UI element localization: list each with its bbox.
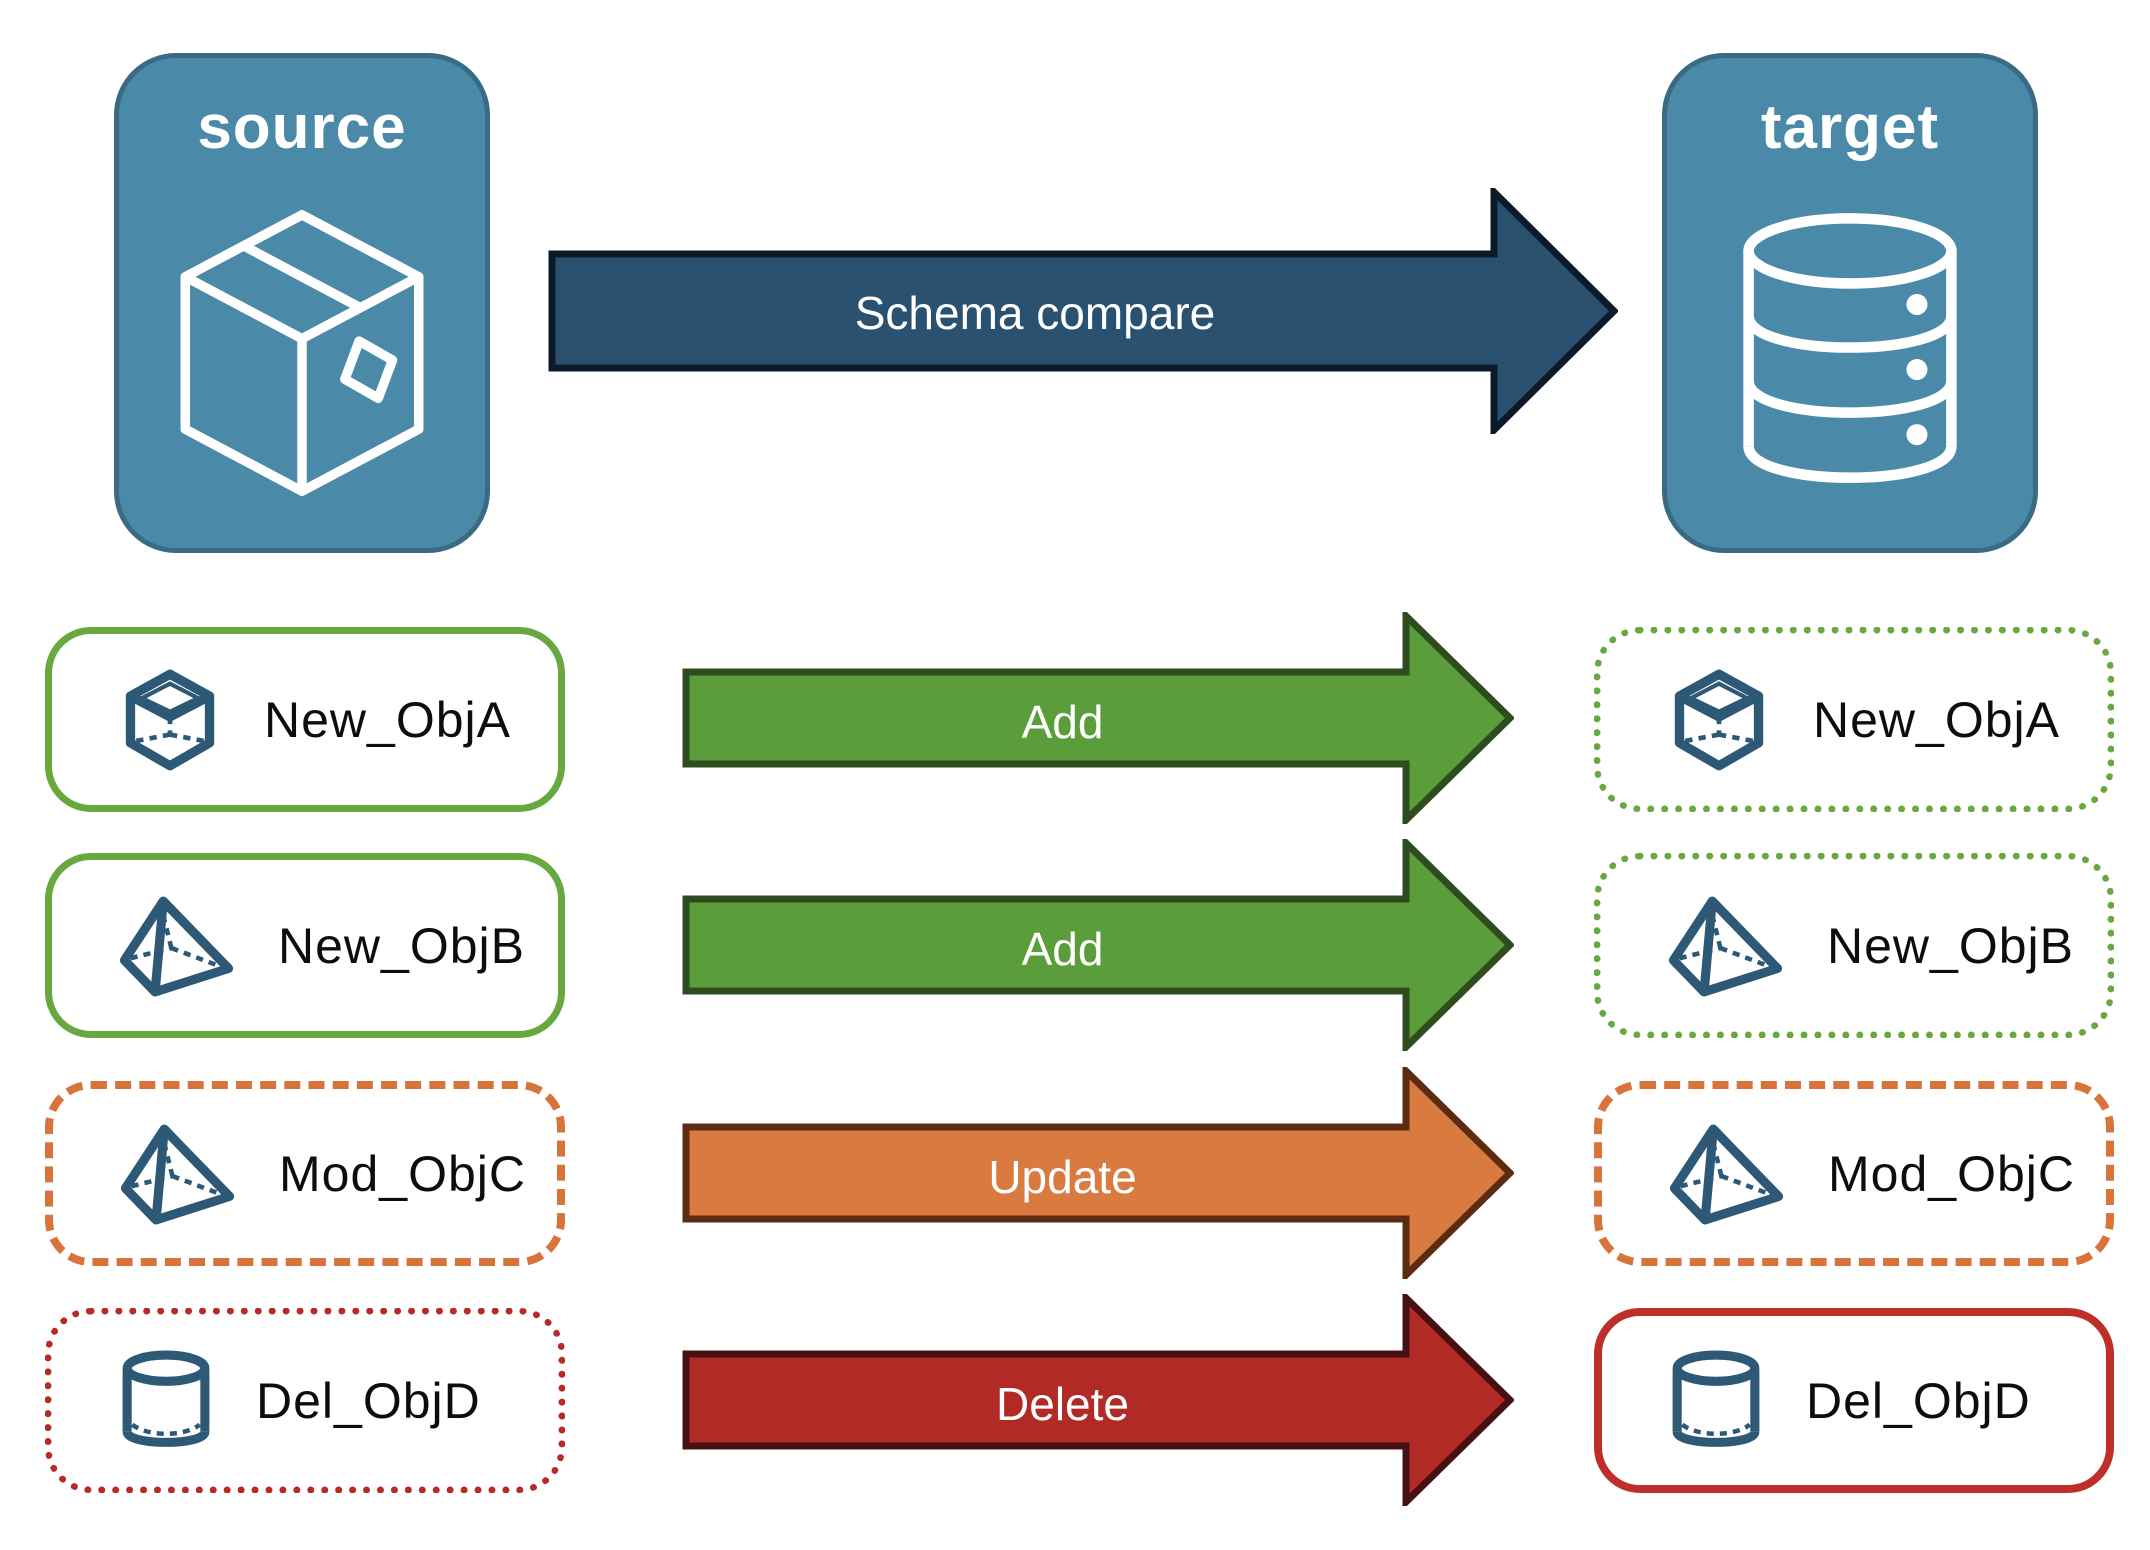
cylinder-icon	[1672, 1350, 1760, 1447]
cylinder-icon	[122, 1350, 210, 1447]
source-panel: source	[114, 53, 490, 553]
target-object-new-obja: New_ObjA	[1594, 627, 2114, 812]
add-arrow	[682, 612, 1514, 824]
database-icon	[1743, 213, 1957, 483]
delete-arrow-label: Delete	[996, 1378, 1129, 1430]
source-panel-title: source	[197, 93, 407, 162]
update-arrow	[682, 1067, 1514, 1279]
cube-icon	[125, 669, 215, 770]
cube-icon	[1674, 669, 1764, 770]
target-object-new-objb: New_ObjB	[1594, 853, 2114, 1038]
source-object-mod-objc: Mod_ObjC	[45, 1081, 565, 1266]
source-object-del-objd: Del_ObjD	[45, 1308, 565, 1493]
pyramid-icon	[120, 1124, 235, 1224]
object-label: Del_ObjD	[1806, 1372, 2031, 1429]
target-object-mod-objc: Mod_ObjC	[1594, 1081, 2114, 1266]
object-label: Mod_ObjC	[1828, 1145, 2075, 1202]
object-label: New_ObjB	[278, 917, 525, 974]
schema-compare-label: Schema compare	[854, 287, 1216, 339]
pyramid-icon	[1669, 1124, 1784, 1224]
target-object-del-objd: Del_ObjD	[1594, 1308, 2114, 1493]
object-label: New_ObjA	[264, 691, 511, 748]
package-box-icon	[180, 210, 424, 496]
pyramid-icon	[119, 896, 234, 996]
target-panel-title: target	[1760, 93, 1940, 162]
add-arrow-label: Add	[1021, 696, 1104, 748]
update-arrow-label: Update	[988, 1151, 1137, 1203]
delete-arrow	[682, 1294, 1514, 1506]
pyramid-icon	[1668, 896, 1783, 996]
source-object-new-obja: New_ObjA	[45, 627, 565, 812]
schema-compare-arrow	[548, 188, 1618, 434]
object-label: New_ObjB	[1827, 917, 2074, 974]
target-panel: target	[1662, 53, 2038, 553]
object-label: Del_ObjD	[256, 1372, 481, 1429]
add-arrow-label: Add	[1021, 923, 1104, 975]
source-object-new-objb: New_ObjB	[45, 853, 565, 1038]
object-label: New_ObjA	[1813, 691, 2060, 748]
add-arrow	[682, 839, 1514, 1051]
object-label: Mod_ObjC	[279, 1145, 526, 1202]
